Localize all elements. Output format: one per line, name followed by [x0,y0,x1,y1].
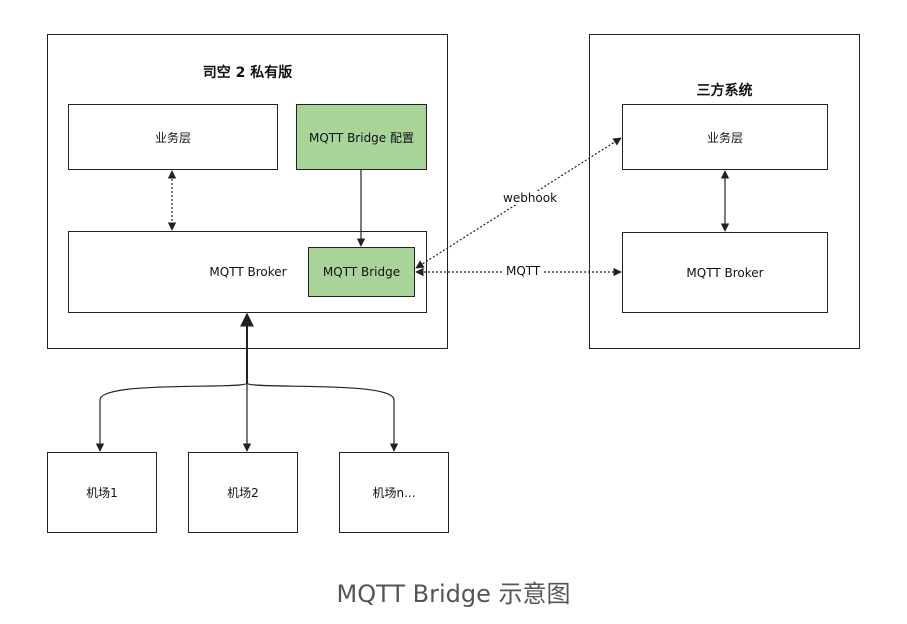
mqtt-bridge-label: MQTT Bridge [322,265,401,279]
left-business-layer-label: 业务层 [154,130,191,145]
left-business-layer-box [68,104,278,170]
airport-n-edge [246,382,399,452]
airport-box-2 [188,452,298,533]
left-system-title: 司空 2 私有版 [202,65,293,81]
airport-label-2: 机场2 [227,486,259,500]
diagram-caption: MQTT Bridge 示意图 [336,580,571,608]
right-broker-label: MQTT Broker [686,265,764,280]
mqtt-edge-label: MQTT [503,264,544,278]
webhook-edge-label: webhook [500,191,561,205]
bridge-config-label: MQTT Bridge 配置 [309,130,414,145]
right-business-layer-box [622,104,828,170]
right-system-title: 三方系统 [696,83,753,99]
right-business-layer-label: 业务层 [706,130,743,145]
airport-1-edge [95,382,248,452]
right-broker-box [622,232,828,313]
airport-label-n: 机场n... [372,486,416,500]
airport-label-1: 机场1 [86,486,118,500]
airport-box-1 [47,452,157,533]
bridge-config-box [296,104,427,170]
airport-box-n [339,452,449,533]
mqtt-bridge-box [308,247,415,297]
left-broker-label: MQTT Broker [209,265,287,279]
